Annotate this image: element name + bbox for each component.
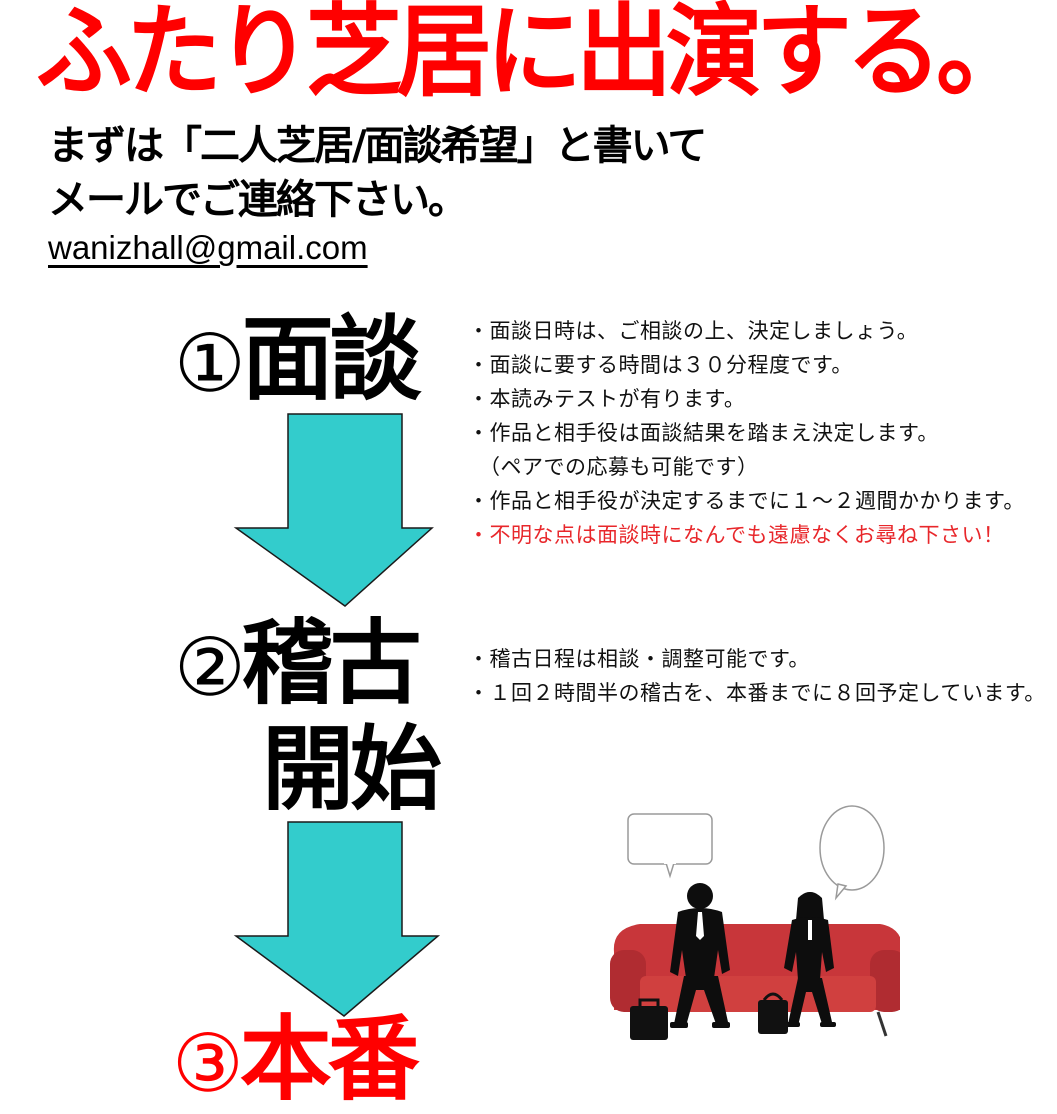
speech-bubble-icon: [819, 805, 885, 901]
step-label: 面談: [241, 306, 422, 413]
note-item: ・本読みテストが有ります。: [468, 387, 746, 411]
down-arrow-icon: [233, 821, 441, 1017]
rehearsal-notes: ・稽古日程は相談・調整可能です。 ・１回２時間半の稽古を、本番までに８回予定して…: [468, 642, 1046, 710]
intro-line-1: まずは「二人芝居/面談希望」と書いて: [48, 122, 707, 169]
intro-line-2: メールでご連絡下さい。: [48, 176, 468, 223]
note-item: ・作品と相手役は面談結果を踏まえ決定します。: [468, 421, 939, 445]
briefcase-icon: [630, 998, 668, 1040]
step-performance: ③本番: [172, 1010, 420, 1114]
step-number: ②: [174, 621, 246, 714]
step-label: 稽古: [241, 610, 422, 717]
note-item: （ペアでの応募も可能です）: [468, 455, 759, 479]
down-arrow-icon: [233, 413, 434, 607]
step-interview: ①面談: [174, 310, 422, 414]
step-label: 本番: [239, 1006, 420, 1113]
step-number: ①: [174, 317, 246, 410]
step-number: ③: [172, 1017, 244, 1110]
note-item-highlight: ・不明な点は面談時になんでも遠慮なくお尋ね下さい！: [468, 523, 1005, 547]
man-silhouette-icon: [670, 883, 730, 1028]
main-title: ふたり芝居に出演する。: [36, 0, 1032, 111]
woman-silhouette-icon: [784, 892, 836, 1027]
note-item: ・１回２時間半の稽古を、本番までに８回予定しています。: [468, 681, 1046, 705]
note-item: ・稽古日程は相談・調整可能です。: [468, 647, 810, 671]
note-item: ・面談日時は、ご相談の上、決定しましょう。: [468, 319, 919, 343]
handbag-icon: [758, 992, 788, 1034]
step-rehearsal: ②稽古: [174, 614, 422, 718]
email-link[interactable]: wanizhall@gmail.com: [48, 229, 368, 266]
speech-bubble-icon: [627, 813, 713, 879]
interview-notes: ・面談日時は、ご相談の上、決定しましょう。 ・面談に要する時間は３０分程度です。…: [468, 314, 1025, 552]
step-rehearsal-label-2: 開始: [262, 716, 442, 823]
note-item: ・作品と相手役が決定するまでに１～２週間かかります。: [468, 489, 1025, 513]
interview-couple-icon: [610, 805, 900, 1040]
note-item: ・面談に要する時間は３０分程度です。: [468, 353, 853, 377]
